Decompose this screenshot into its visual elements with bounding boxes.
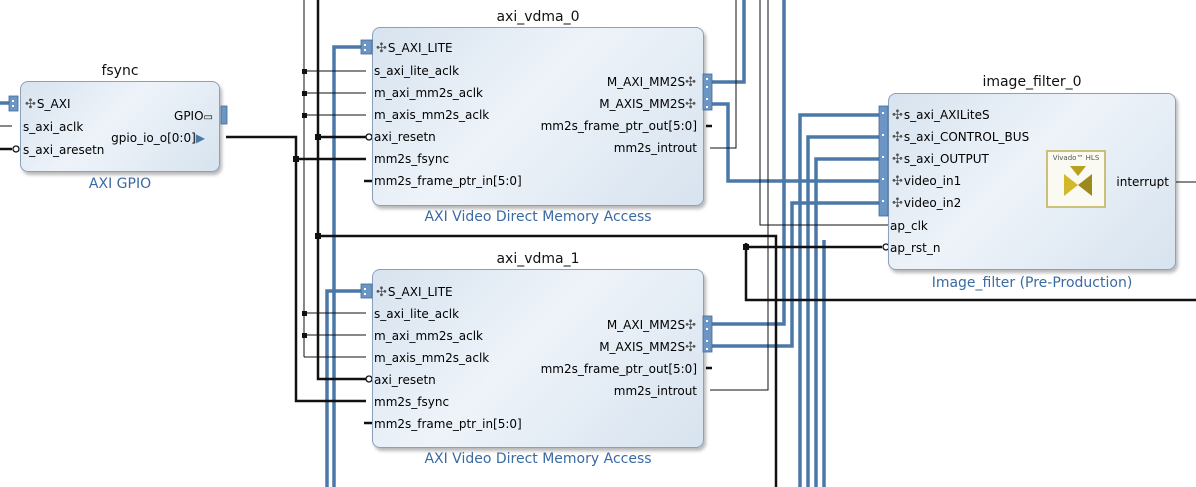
filter-pin-s-axi-axilites[interactable]: ✣s_axi_AXILiteS [892,108,990,123]
vdma0-pin-mm2s-fsync[interactable]: mm2s_fsync [374,152,450,166]
expand-plus-icon[interactable]: ✣ [892,174,903,189]
fsync-pin-s-axi[interactable]: ✣S_AXI [25,97,71,112]
vdma0-pin-m-axis-mm2s-aclk[interactable]: m_axis_mm2s_aclk [374,108,490,122]
fsync-pin-s-axi-aresetn[interactable]: s_axi_aresetn [23,143,105,157]
filter-block[interactable]: ✣s_axi_AXILiteS ✣s_axi_CONTROL_BUS ✣s_ax… [888,93,1176,270]
fsync-block[interactable]: ✣S_AXI s_axi_aclk s_axi_aresetn GPIO▭ gp… [20,81,220,172]
bus-wire-vdma0-axis [712,102,880,183]
expand-plus-icon[interactable]: ✣ [892,152,903,167]
filter-title: image_filter_0 [982,74,1082,90]
bus-port-icon: ▭ [203,112,213,123]
bus-wire-vdma-lite-a [332,45,362,487]
vdma1-block[interactable]: ✣S_AXI_LITE s_axi_lite_aclk m_axi_mm2s_a… [372,269,704,448]
vdma0-pin-s-axi-lite-aclk[interactable]: s_axi_lite_aclk [374,64,460,78]
vdma1-pin-s-axi-lite[interactable]: ✣S_AXI_LITE [376,285,453,300]
bus-wire-filter-control [806,135,880,487]
wire-resetn-bus [316,0,366,381]
fsync-pin-gpio[interactable]: GPIO▭ [174,109,213,123]
expand-plus-icon[interactable]: ✣ [685,318,696,333]
vdma1-pin-m-axis-mm2s-aclk[interactable]: m_axis_mm2s_aclk [374,351,490,365]
vdma0-title: axi_vdma_0 [496,9,580,25]
bus-wire-filter-axilites [798,113,880,487]
fsync-pin-gpio-io-o[interactable]: gpio_io_o[0:0]▶ [111,131,205,145]
vdma0-pin-mm2s-frame-ptr-out[interactable]: mm2s_frame_ptr_out[5:0] [540,119,697,133]
filter-pin-interrupt[interactable]: interrupt [1116,175,1169,189]
bus-wire-vdma-lite-b [325,289,362,487]
output-arrow-icon: ▶ [195,131,205,145]
filter-pin-video-in2[interactable]: ✣video_in2 [892,196,962,211]
bus-wire-vdma1-mm2s [712,0,786,326]
vdma1-subtitle: AXI Video Direct Memory Access [424,451,652,467]
hls-logo-icon [1064,166,1092,196]
fsync-subtitle: AXI GPIO [88,176,152,192]
vdma1-pin-mm2s-frame-ptr-in[interactable]: mm2s_frame_ptr_in[5:0] [374,417,522,431]
vdma1-pin-m-axi-mm2s-aclk[interactable]: m_axi_mm2s_aclk [374,329,483,343]
vdma1-pin-mm2s-introut[interactable]: mm2s_introut [613,384,697,398]
vdma1-pin-s-axi-lite-aclk[interactable]: s_axi_lite_aclk [374,307,460,321]
bus-wire-vdma0-mm2s-up [712,0,746,84]
fsync-title: fsync [101,63,139,79]
filter-pin-ap-clk[interactable]: ap_clk [890,219,928,233]
expand-plus-icon[interactable]: ✣ [892,108,903,123]
expand-plus-icon[interactable]: ✣ [892,130,903,145]
expand-plus-icon[interactable]: ✣ [685,340,696,355]
expand-plus-icon[interactable]: ✣ [25,97,36,112]
expand-plus-icon[interactable]: ✣ [685,75,696,90]
vdma0-pin-m-axi-mm2s-aclk[interactable]: m_axi_mm2s_aclk [374,86,483,100]
vdma1-pin-axi-resetn[interactable]: axi_resetn [374,373,436,387]
vdma0-pin-m-axis-mm2s[interactable]: M_AXIS_MM2S✣ [599,97,696,112]
filter-pin-s-axi-control-bus[interactable]: ✣s_axi_CONTROL_BUS [892,130,1030,145]
fsync-pin-s-axi-aclk[interactable]: s_axi_aclk [23,120,84,134]
vdma0-pin-s-axi-lite[interactable]: ✣S_AXI_LITE [376,41,453,56]
vdma0-pin-m-axi-mm2s[interactable]: M_AXI_MM2S✣ [606,75,696,90]
vdma1-pin-mm2s-fsync[interactable]: mm2s_fsync [374,395,450,409]
vdma0-pin-axi-resetn[interactable]: axi_resetn [374,130,436,144]
filter-pin-video-in1[interactable]: ✣video_in1 [892,174,962,189]
vdma0-pin-mm2s-frame-ptr-in[interactable]: mm2s_frame_ptr_in[5:0] [374,174,522,188]
vivado-hls-caption: Vivado™ HLS [1052,154,1100,162]
vdma0-block[interactable]: ✣S_AXI_LITE s_axi_lite_aclk m_axi_mm2s_a… [372,27,704,206]
vdma1-title: axi_vdma_1 [496,251,580,267]
bus-wire-vdma1-axis [712,201,880,348]
vdma1-pin-m-axis-mm2s[interactable]: M_AXIS_MM2S✣ [599,340,696,355]
vdma0-pin-mm2s-introut[interactable]: mm2s_introut [613,141,697,155]
vdma1-pin-mm2s-frame-ptr-out[interactable]: mm2s_frame_ptr_out[5:0] [540,362,697,376]
expand-plus-icon[interactable]: ✣ [892,196,903,211]
expand-plus-icon[interactable]: ✣ [376,41,387,56]
vivado-hls-logo: Vivado™ HLS [1046,150,1106,208]
filter-pin-ap-rst-n[interactable]: ap_rst_n [890,241,941,255]
expand-plus-icon[interactable]: ✣ [685,97,696,112]
vdma1-pin-m-axi-mm2s[interactable]: M_AXI_MM2S✣ [606,318,696,333]
wire-gpio-fsync [226,135,366,403]
filter-pin-s-axi-output[interactable]: ✣s_axi_OUTPUT [892,152,989,167]
expand-plus-icon[interactable]: ✣ [376,285,387,300]
filter-subtitle: Image_filter (Pre-Production) [931,275,1133,291]
vdma0-subtitle: AXI Video Direct Memory Access [424,209,652,225]
bus-wire-filter-output [814,157,880,487]
